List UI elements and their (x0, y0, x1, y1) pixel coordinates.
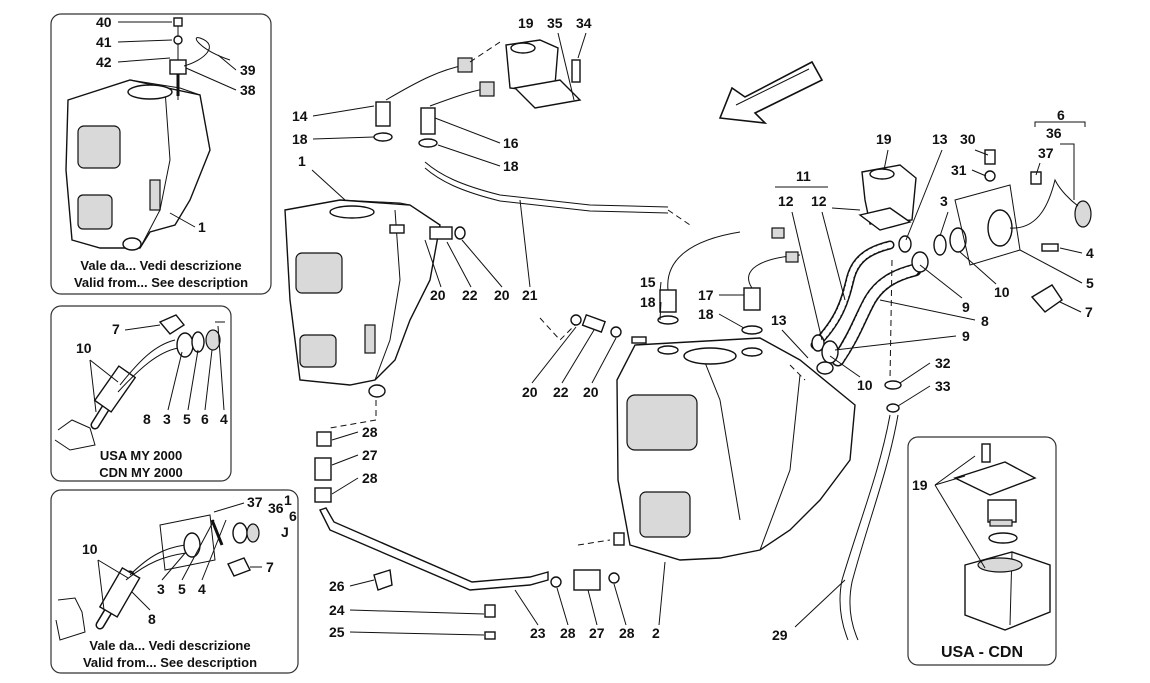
callout-18: 18 (640, 294, 656, 310)
callout-8: 8 (148, 611, 156, 627)
callout-40: 40 (96, 14, 112, 30)
callout-3: 3 (940, 193, 948, 209)
callout-29: 29 (772, 627, 788, 643)
callout-13: 13 (932, 131, 948, 147)
callout-28: 28 (619, 625, 635, 641)
callout-26: 26 (329, 578, 345, 594)
callout-30: 30 (960, 131, 976, 147)
callout-19: 19 (876, 131, 892, 147)
callout-14: 14 (292, 108, 308, 124)
callout-5: 5 (178, 581, 186, 597)
callout-11: 11 (796, 168, 811, 184)
callout-1: 1 (198, 219, 206, 235)
caption-1: USA MY 2000 (100, 448, 182, 463)
callout-37: 37 (247, 494, 263, 510)
callout-3: 3 (157, 581, 165, 597)
callout-36: 36 (268, 500, 284, 516)
callout-j: J (281, 524, 289, 540)
callout-12: 12 (811, 193, 827, 209)
callout-21: 21 (522, 287, 538, 303)
callout-9: 9 (962, 299, 970, 315)
caption-en: Valid from... See description (83, 655, 257, 670)
callout-17: 17 (698, 287, 714, 303)
callout-4: 4 (220, 411, 228, 427)
main-callouts: 14 18 1 16 18 19 35 34 20 22 20 21 28 27… (292, 15, 1094, 643)
callout-28: 28 (362, 470, 378, 486)
callout-10: 10 (994, 284, 1010, 300)
left-tank (284, 39, 669, 640)
inset-mid-left: 7 10 8 3 5 6 4 USA MY 2000 CDN MY 2000 (50, 305, 232, 482)
callout-28: 28 (362, 424, 378, 440)
callout-18: 18 (698, 306, 714, 322)
callout-28: 28 (560, 625, 576, 641)
callout-13: 13 (771, 312, 787, 328)
callout-25: 25 (329, 624, 345, 640)
callout-34: 34 (576, 15, 592, 31)
direction-arrow-icon (718, 60, 824, 125)
callout-16: 16 (503, 135, 519, 151)
caption-it: Vale da... Vedi descrizione (89, 638, 250, 653)
callout-8: 8 (143, 411, 151, 427)
callout-9: 9 (962, 328, 970, 344)
caption-2: CDN MY 2000 (99, 465, 183, 480)
inset-bottom-left: 37 36 1 6 J 10 3 5 4 7 8 Vale da... Vedi… (50, 489, 299, 674)
callout-7: 7 (266, 559, 274, 575)
callout-24: 24 (329, 602, 345, 618)
callout-6: 6 (1057, 107, 1065, 123)
callout-7: 7 (1085, 304, 1093, 320)
callout-6: 6 (289, 508, 297, 524)
callout-42: 42 (96, 54, 112, 70)
callout-3: 3 (163, 411, 171, 427)
callout-5: 5 (1086, 275, 1094, 291)
caption-en: Valid from... See description (74, 275, 248, 290)
callout-22: 22 (553, 384, 569, 400)
callout-31: 31 (951, 162, 967, 178)
callout-23: 23 (530, 625, 546, 641)
callout-20: 20 (494, 287, 510, 303)
callout-4: 4 (198, 581, 206, 597)
callout-7: 7 (112, 321, 120, 337)
callout-10: 10 (857, 377, 873, 393)
caption-it: Vale da... Vedi descrizione (80, 258, 241, 273)
callout-1: 1 (284, 492, 292, 508)
callout-27: 27 (362, 447, 378, 463)
callout-20: 20 (430, 287, 446, 303)
callout-19: 19 (912, 477, 928, 493)
callout-18: 18 (503, 158, 519, 174)
callout-2: 2 (652, 625, 660, 641)
callout-8: 8 (981, 313, 989, 329)
callout-27: 27 (589, 625, 605, 641)
inset-top-left: 40 41 42 39 38 1 Vale da... Vedi descriz… (50, 13, 272, 295)
callout-1: 1 (298, 153, 306, 169)
callout-35: 35 (547, 15, 563, 31)
callout-39: 39 (240, 62, 256, 78)
main-tank (570, 149, 1092, 641)
inset-bottom-right: 19 USA - CDN (907, 436, 1057, 666)
callout-4: 4 (1086, 245, 1094, 261)
callout-20: 20 (522, 384, 538, 400)
callout-10: 10 (76, 340, 92, 356)
callout-6: 6 (201, 411, 209, 427)
callout-38: 38 (240, 82, 256, 98)
callout-5: 5 (183, 411, 191, 427)
callout-22: 22 (462, 287, 478, 303)
callout-10: 10 (82, 541, 98, 557)
callout-36: 36 (1046, 125, 1062, 141)
callout-15: 15 (640, 274, 656, 290)
callout-33: 33 (935, 378, 951, 394)
callout-19: 19 (518, 15, 534, 31)
callout-32: 32 (935, 355, 951, 371)
callout-41: 41 (96, 34, 112, 50)
callout-18: 18 (292, 131, 308, 147)
callout-20: 20 (583, 384, 599, 400)
callout-37: 37 (1038, 145, 1054, 161)
caption: USA - CDN (941, 644, 1023, 661)
callout-12: 12 (778, 193, 794, 209)
